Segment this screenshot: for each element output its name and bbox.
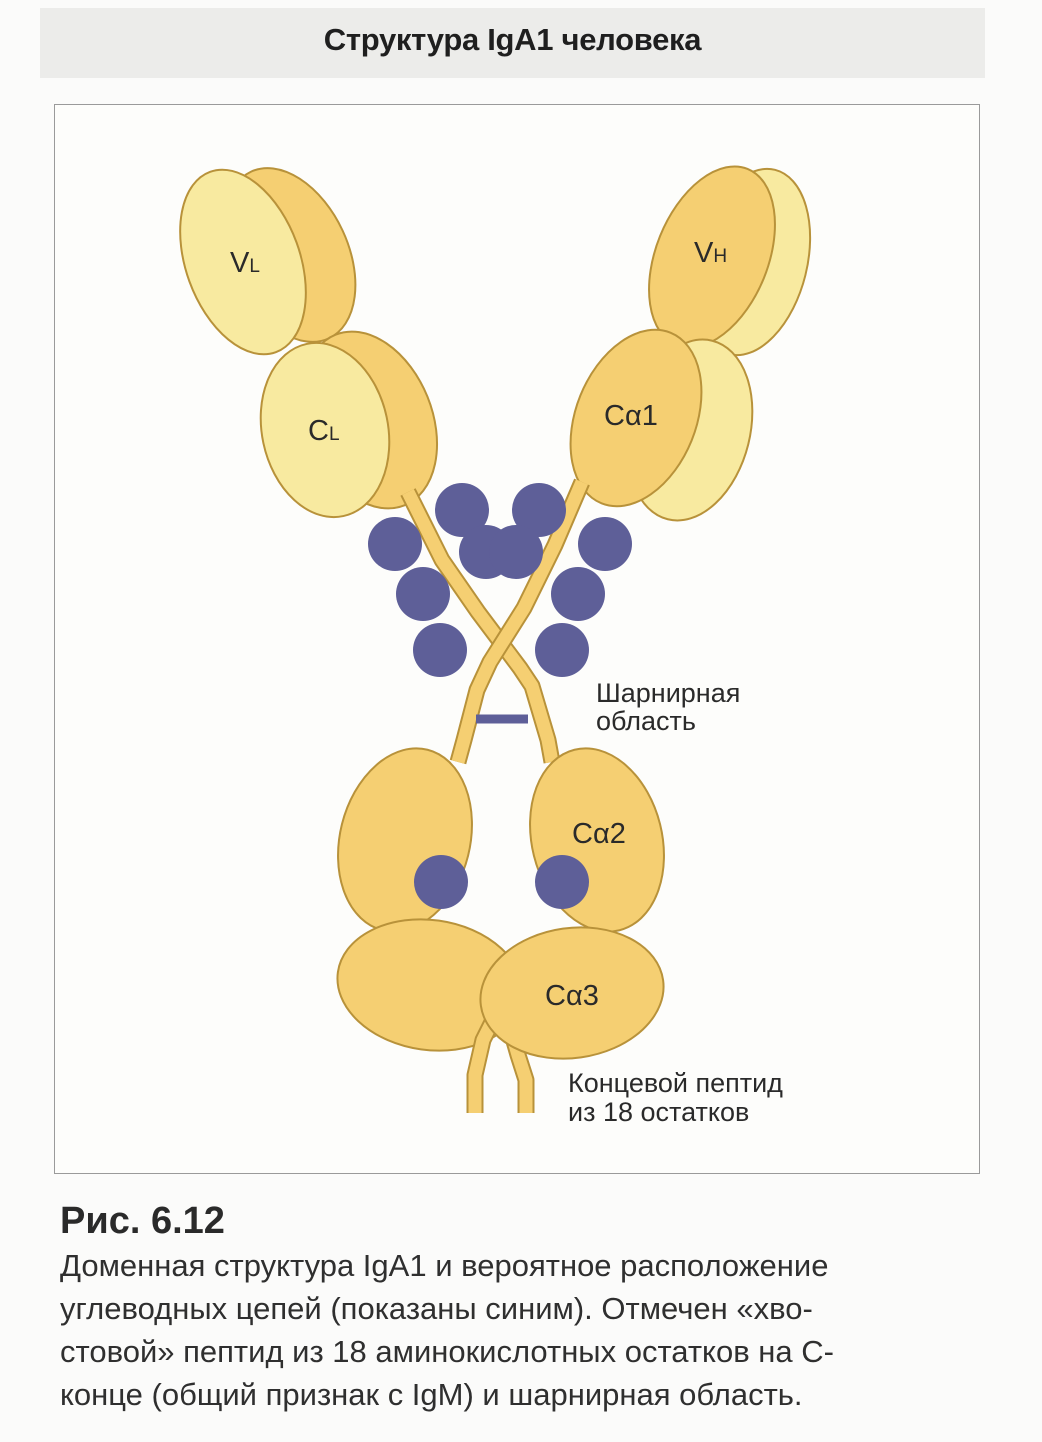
- ca2-domain-left: [337, 747, 473, 933]
- ca3-label: Cα3: [545, 980, 599, 1012]
- caption-line: конце (общий признак с IgM) и шарнирная …: [60, 1377, 803, 1412]
- vh-domain: [648, 165, 812, 357]
- vl-domain: [179, 167, 357, 356]
- cl-domain: [259, 330, 439, 519]
- ca1-domain: [569, 328, 754, 522]
- ca3-domain-right: [479, 926, 665, 1060]
- caption-line: стовой» пептид из 18 аминокислотных оста…: [60, 1334, 834, 1369]
- page-title: Структура IgA1 человека: [323, 22, 702, 57]
- vl-label: VL: [230, 247, 260, 279]
- carbohydrate-dot: [396, 567, 450, 621]
- hinge-label-line2: область: [596, 706, 696, 736]
- carbohydrate-dot: [578, 517, 632, 571]
- ca2-label: Cα2: [572, 818, 626, 850]
- ca1-label: Cα1: [604, 400, 658, 432]
- figure-caption: Доменная структура IgA1 и вероятное расп…: [60, 1244, 980, 1416]
- carbohydrate-dot: [414, 855, 468, 909]
- carbohydrate-dot: [435, 483, 489, 537]
- carbohydrate-dot: [551, 567, 605, 621]
- caption-line: углеводных цепей (показаны синим). Отмеч…: [60, 1291, 813, 1326]
- tail-label-line1: Концевой пептид: [568, 1068, 783, 1098]
- figure-number: Рис. 6.12: [60, 1200, 225, 1242]
- carbohydrate-dot: [489, 525, 543, 579]
- cl-label: CL: [308, 415, 340, 447]
- vh-label: VH: [694, 237, 727, 269]
- caption-line: Доменная структура IgA1 и вероятное расп…: [60, 1248, 829, 1283]
- hinge-strands: [400, 478, 590, 765]
- carbohydrate-dot: [535, 623, 589, 677]
- hinge-label-line1: Шарнирная: [596, 678, 740, 708]
- carbohydrate-dot: [368, 517, 422, 571]
- carbohydrate-dot: [535, 855, 589, 909]
- carbohydrate-chains: [368, 483, 632, 909]
- carbohydrate-dot: [413, 623, 467, 677]
- carbohydrate-dot: [512, 483, 566, 537]
- tail-label-line2: из 18 остатков: [568, 1097, 749, 1127]
- header-band: [40, 8, 985, 78]
